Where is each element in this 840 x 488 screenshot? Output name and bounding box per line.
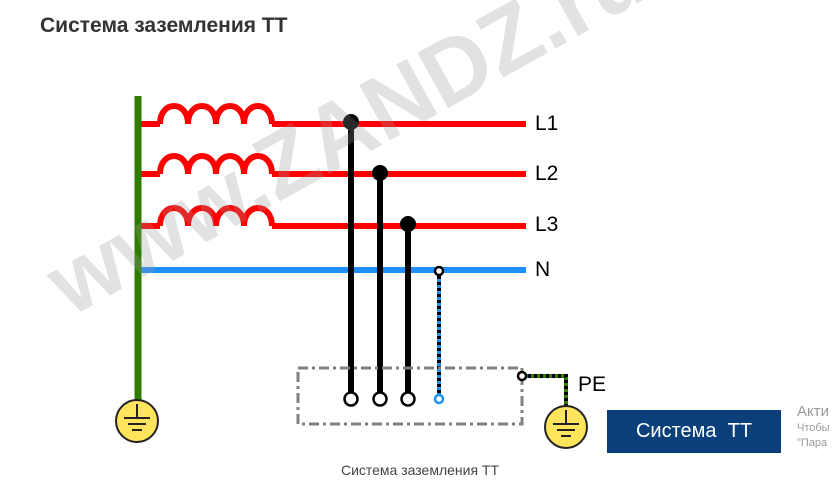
local-ground-icon [544,405,588,449]
label-l2: L2 [535,162,558,185]
activation-notice: Акти Чтобы "Пара [797,403,840,451]
label-n: N [535,258,550,281]
label-l1: L1 [535,112,558,135]
system-tt-banner[interactable]: Система ТТ [607,410,781,453]
pe-junction-dot [516,370,528,382]
activation-line-2: "Пара [797,437,828,449]
activation-line-1: Чтобы [797,422,830,434]
activation-title: Акти [797,403,829,420]
page-title: Система заземления ТТ [40,14,288,37]
pe-conductor [522,374,568,410]
junction-dot-n [433,265,445,277]
terminal-n [433,393,445,405]
junction-dot-l1 [343,114,359,130]
source-ground-icon [115,399,159,443]
label-pe: PE [578,373,606,396]
transformer-windings [157,103,275,227]
terminal-l1 [343,391,359,407]
junction-dot-l2 [372,165,388,181]
label-l3: L3 [535,213,558,236]
terminal-l3 [400,391,416,407]
pe-conductor [522,374,568,410]
figure-caption: Система заземления ТТ [340,462,500,478]
load-enclosure [296,366,524,426]
junction-dot-l3 [400,216,416,232]
terminal-l2 [372,391,388,407]
